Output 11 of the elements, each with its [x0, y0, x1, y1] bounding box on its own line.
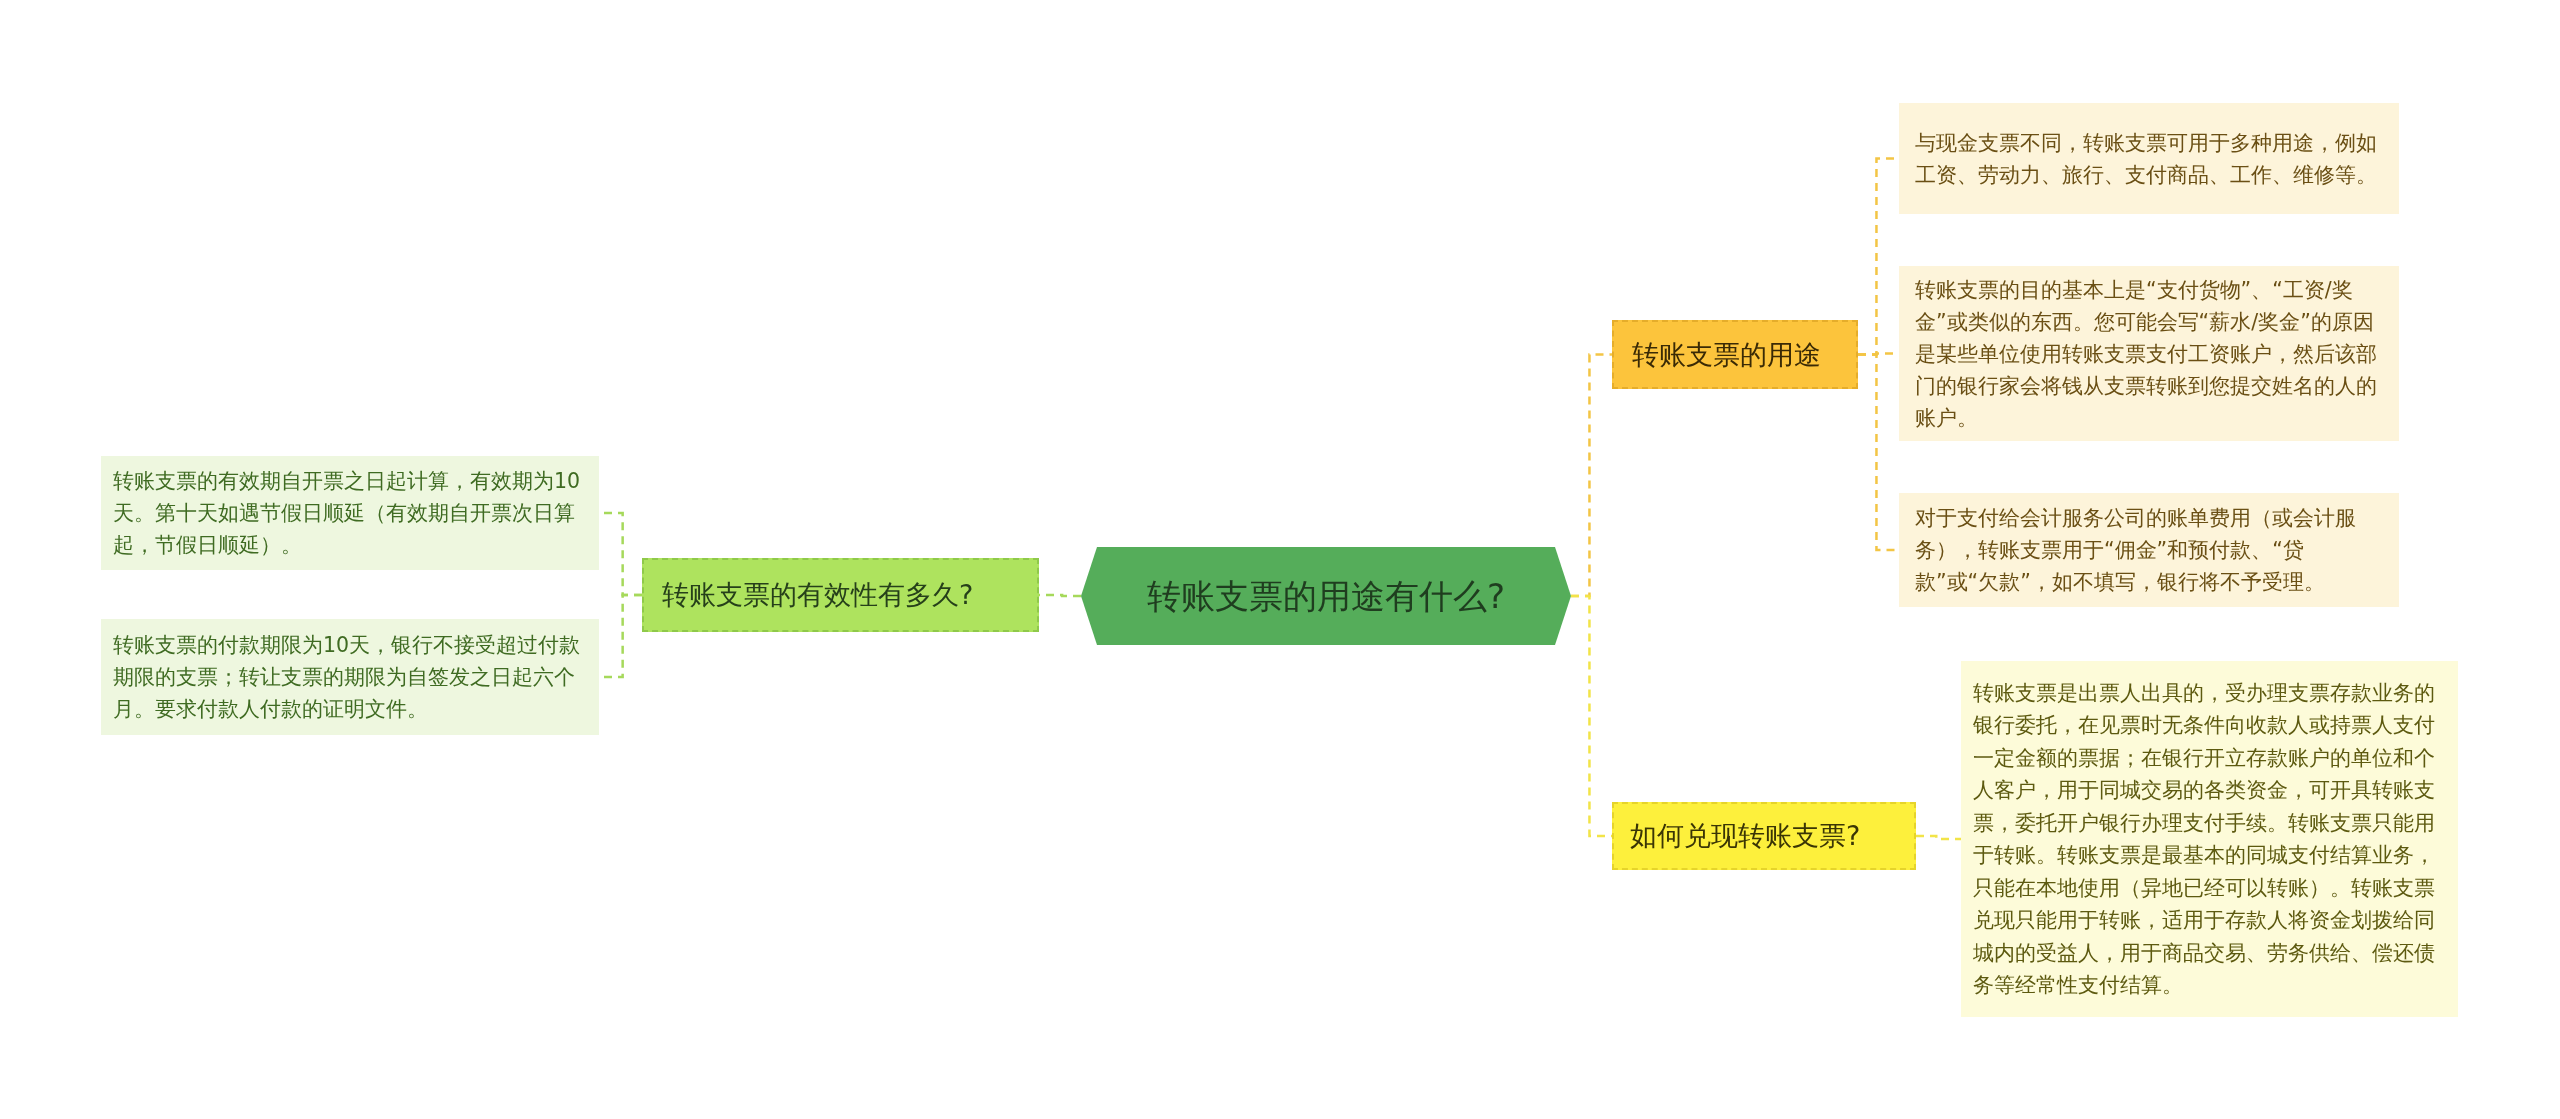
- note-box: 转账支票的付款期限为10天，银行不接受超过付款期限的支票；转让支票的期限为自签发之日起六个月。要求付款人付款的证明文件。: [101, 619, 599, 735]
- topic-hexagon: 转账支票的用途有什么?: [1081, 547, 1571, 645]
- note-box: 对于支付给会计服务公司的账单费用（或会计服务），转账支票用于“佣金”和预付款、“贷款”或“欠款”，如不填写，银行将不予受理。: [1899, 493, 2399, 607]
- branch-box: 转账支票的用途: [1612, 320, 1858, 389]
- branch-box: 如何兑现转账支票?: [1612, 802, 1916, 870]
- connector-line: [1916, 834, 1961, 841]
- note-box: 转账支票的目的基本上是“支付货物”、“工资/奖金”或类似的东西。您可能会写“薪水/奖金”的原因是某些单位使用转账支票支付工资账户，然后该部门的银行家会将钱从支票转账到您提交姓名的人的账户。: [1899, 266, 2399, 441]
- note-box: 转账支票是出票人出具的，受办理支票存款业务的银行委托，在见票时无条件向收款人或持票人支付一定金额的票据；在银行开立存款账户的单位和个人客户，用于同城交易的各类资金，可开具转账支票，委托开户银行办理支付手续。转账支票只能用于转账。转账支票是最基本的同城支付结算业务，只能在本地使用（异地已经可以转账）。转账支票兑现只能用于转账，适用于存款人将资金划拨给同城内的受益人，用于商品交易、劳务供给、偿还债务等经常性支付结算。: [1961, 661, 2458, 1017]
- note-box: 转账支票的有效期自开票之日起计算，有效期为10天。第十天如遇节假日顺延（有效期自开票次日算起，节假日顺延）。: [101, 456, 599, 570]
- note-box: 与现金支票不同，转账支票可用于多种用途，例如工资、劳动力、旅行、支付商品、工作、维修等。: [1899, 103, 2399, 214]
- branch-box: 转账支票的有效性有多久?: [642, 558, 1039, 632]
